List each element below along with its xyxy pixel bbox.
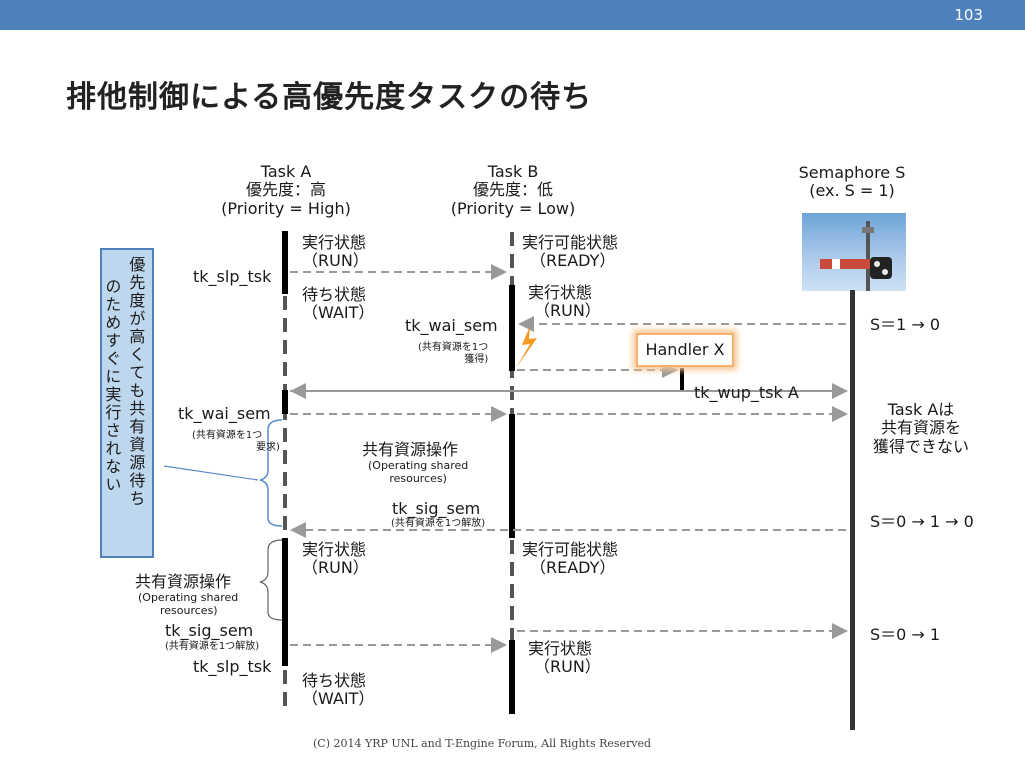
task-b-header: Task B 優先度：低 (Priority = Low) — [450, 162, 576, 218]
task-b-run-label-1: 実行状態 （RUN） — [528, 283, 601, 321]
task-a-shared-op-note: (Operating shared resources) — [138, 591, 239, 617]
copyright-footer: (C) 2014 YRP UNL and T-Engine Forum, All… — [313, 737, 652, 750]
interrupt-lightning-icon — [516, 326, 537, 368]
task-a-run-bar-2 — [282, 390, 288, 414]
page-number: 103 — [954, 6, 983, 24]
task-a-wait-label-2: 待ち状態 （WAIT） — [302, 671, 375, 709]
handler-x-box: Handler X — [636, 333, 734, 367]
task-b-sig-sem-label: tk_sig_sem — [392, 499, 481, 518]
task-b-name: Task B — [487, 162, 539, 181]
task-b-priority-jp: 優先度：低 — [472, 180, 554, 200]
task-a-sig-sem-note: (共有資源を1つ解放) — [165, 641, 260, 652]
handler-bar — [680, 368, 684, 392]
task-a-run-bar-3 — [282, 538, 288, 666]
semaphore-header: Semaphore S (ex. S = 1) — [798, 163, 906, 201]
brace-shared-op — [259, 539, 283, 621]
task-b-run-bar-2 — [509, 414, 515, 538]
task-b-ready-label-2: 実行可能状態 （READY） — [522, 540, 619, 578]
task-a-shared-op-label: 共有資源操作 — [135, 572, 232, 591]
task-a-header: Task A 優先度：高 (Priority = High) — [221, 162, 351, 218]
task-b-shared-op-note: (Operating shared resources) — [368, 459, 469, 485]
task-a-wai-sem-label: tk_wai_sem — [178, 404, 271, 423]
task-a-timeline — [283, 296, 287, 714]
task-b-sig-sem-note: (共有資源を1つ解放) — [391, 518, 486, 529]
task-b-run-bar-3 — [509, 640, 515, 714]
task-b-wai-sem-label: tk_wai_sem — [405, 316, 498, 335]
semaphore-signal-image — [802, 213, 906, 291]
task-a-slp-label-1: tk_slp_tsk — [193, 267, 272, 286]
task-a-priority-en: (Priority = High) — [221, 198, 351, 218]
semaphore-state-1: S＝1 → 0 — [870, 315, 941, 334]
task-b-priority-en: (Priority = Low) — [450, 198, 576, 218]
side-note-box — [100, 248, 154, 558]
slide-title: 排他制御による高優先度タスクの待ち — [66, 80, 593, 115]
task-b-ready-label-1: 実行可能状態 （READY） — [522, 233, 619, 271]
brace-wai-sem — [259, 419, 283, 527]
semaphore-timeline — [850, 290, 855, 730]
task-a-priority-jp: 優先度：高 — [245, 180, 326, 200]
task-a-run-label-2: 実行状態 （RUN） — [302, 540, 369, 578]
task-b-wai-sem-note: (共有資源を1つ 獲得) — [418, 342, 489, 365]
task-a-run-bar-1 — [282, 231, 288, 294]
task-a-wait-label-1: 待ち状態 （WAIT） — [302, 285, 375, 323]
side-note-inner — [102, 250, 152, 556]
side-note-col1: のためすぐに実行されない — [102, 278, 122, 494]
semaphore-name: Semaphore S — [798, 163, 906, 182]
task-a-wai-sem-note: (共有資源を1つ 要求) — [192, 430, 280, 453]
task-a-sig-sem-label: tk_sig_sem — [165, 621, 254, 640]
task-a-name: Task A — [260, 162, 312, 181]
side-note-col2: 優先度が高くても共有資源待ち — [126, 256, 146, 508]
semaphore-state-3: S＝0 → 1 — [870, 625, 941, 644]
task-b-run-label-2: 実行状態 （RUN） — [528, 639, 601, 677]
semaphore-note: Task Aは 共有資源を 獲得できない — [872, 400, 970, 456]
side-note-pointer — [163, 465, 259, 481]
task-b-run-bar-1 — [509, 285, 515, 371]
task-a-slp-label-2: tk_slp_tsk — [193, 657, 272, 676]
semaphore-example: (ex. S = 1) — [809, 181, 895, 201]
header-bar: 103 — [0, 0, 1025, 30]
handler-wup-label: tk_wup_tsk A — [694, 383, 799, 402]
task-b-shared-op-label: 共有資源操作 — [362, 440, 459, 459]
task-a-run-label-1: 実行状態 （RUN） — [302, 233, 369, 271]
semaphore-state-2: S＝0 → 1 → 0 — [870, 512, 974, 531]
